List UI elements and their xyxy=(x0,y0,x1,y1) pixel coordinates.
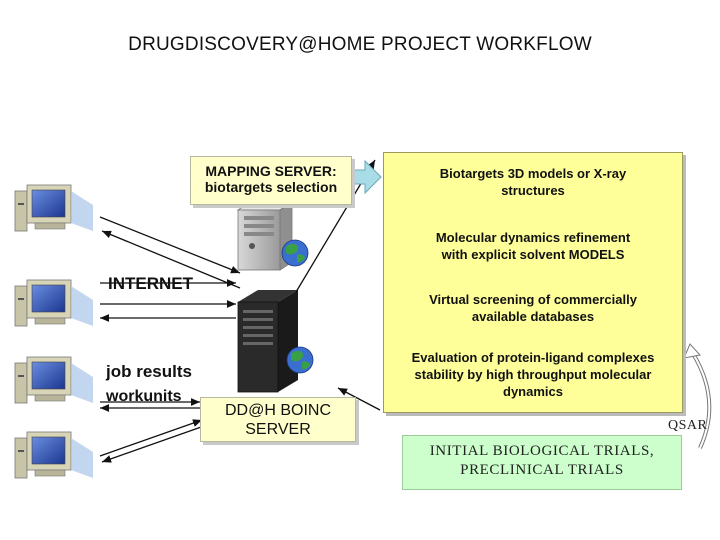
workflow-step-1-line1: Biotargets 3D models or X-ray xyxy=(439,166,627,181)
workflow-step-3-line1: Virtual screening of commercially xyxy=(429,292,637,307)
mapping-server-title: MAPPING SERVER: xyxy=(205,163,337,179)
mapping-server-icon xyxy=(236,201,309,271)
boinc-server-title: DD@H BOINC xyxy=(224,402,332,419)
mapping-server-subtitle: biotargets selection xyxy=(204,179,338,195)
workflow-step-4: Evaluation of protein-ligand complexes s… xyxy=(384,349,682,400)
trials-box: INITIAL BIOLOGICAL TRIALS, PRECLINICAL T… xyxy=(402,435,682,490)
client-computer-2-icon xyxy=(14,279,94,327)
connection-arrows xyxy=(99,159,381,463)
qsar-label: QSAR xyxy=(668,418,708,433)
block-arrow-to-panel xyxy=(352,159,382,195)
boinc-server-box: DD@H BOINC SERVER xyxy=(200,397,356,442)
workflow-step-1-line2: structures xyxy=(501,183,565,198)
client-computer-3-icon xyxy=(14,356,94,404)
workflow-step-2: Molecular dynamics refinement with expli… xyxy=(384,229,682,263)
client-computer-4-icon xyxy=(14,431,94,479)
workflow-step-1: Biotargets 3D models or X-ray structures xyxy=(384,165,682,199)
job-results-label: job results xyxy=(106,362,192,381)
workflow-step-4-line3: dynamics xyxy=(503,384,563,399)
boinc-server-subtitle: SERVER xyxy=(245,421,311,438)
workflow-step-3-line2: available databases xyxy=(471,309,595,324)
workflow-step-4-line2: stability by high throughput molecular xyxy=(414,367,652,382)
boinc-server-icon xyxy=(237,290,314,393)
trials-line1: INITIAL BIOLOGICAL TRIALS, xyxy=(429,443,655,459)
client-computer-1-icon xyxy=(14,184,94,232)
page-title: DRUGDISCOVERY@HOME PROJECT WORKFLOW xyxy=(128,34,592,55)
trials-line2: PRECLINICAL TRIALS xyxy=(460,462,624,478)
workflow-step-3: Virtual screening of commercially availa… xyxy=(384,291,682,325)
workflow-step-2-line2: with explicit solvent MODELS xyxy=(441,247,625,262)
mapping-server-box: MAPPING SERVER: biotargets selection xyxy=(190,156,352,205)
workflow-step-2-line1: Molecular dynamics refinement xyxy=(435,230,631,245)
workflow-panel: Biotargets 3D models or X-ray structures… xyxy=(383,152,683,413)
workflow-step-4-line1: Evaluation of protein-ligand complexes xyxy=(411,350,655,365)
internet-label: INTERNET xyxy=(108,274,193,293)
workunits-label: workunits xyxy=(106,388,182,405)
qsar-feedback-arrow xyxy=(683,343,712,449)
